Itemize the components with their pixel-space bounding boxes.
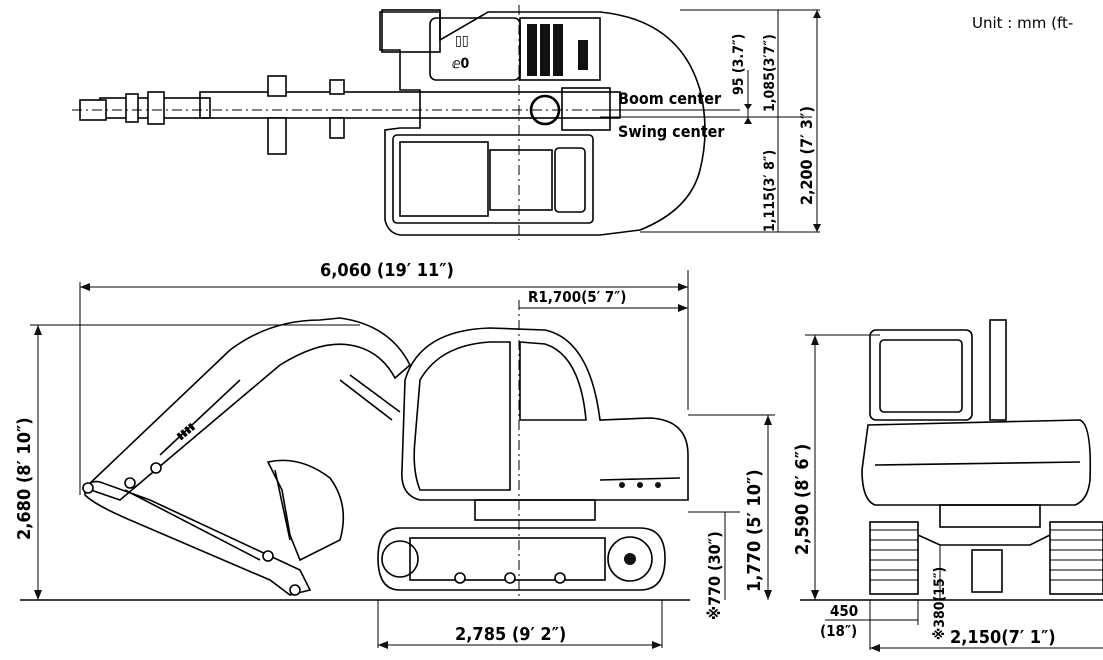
side-view-cab: [401, 327, 689, 501]
dim-overall-width: 2,150(7′ 1″): [950, 627, 1056, 648]
top-view-grille: [527, 24, 588, 76]
dim-shoe-width: 450: [830, 602, 858, 620]
side-view-boom: [83, 317, 411, 501]
top-view-swivel: [561, 87, 611, 131]
top-view-seat: [399, 141, 489, 217]
dim-overall-height: 2,680 (8′ 10″): [14, 417, 35, 540]
unit-label: Unit : mm (ft-: [972, 14, 1074, 32]
top-view-upper-structure: [379, 11, 706, 236]
dim-counterweight-clearance: ※770 (30″): [705, 531, 724, 620]
dim-overall-length: 6,060 (19′ 11″): [320, 260, 454, 281]
top-view-swing-bearing: [529, 94, 561, 126]
side-view-bucket: [266, 459, 345, 562]
boom-center-label: Boom center: [618, 89, 722, 108]
top-view-boom-arm: [72, 75, 621, 155]
side-view-turntable: [474, 499, 596, 521]
rear-view-counterweight: [861, 419, 1092, 506]
top-view-cab: [392, 134, 594, 224]
side-view-idler: [381, 540, 419, 578]
dim-shoe-width-inches: (18″): [820, 622, 857, 640]
dim-2200-width: 2,200 (7′ 3″): [797, 106, 816, 205]
dim-tail-radius: R1,700(5′ 7″): [528, 288, 626, 306]
rear-view-boom: [989, 319, 1007, 421]
rear-view: 2,590 (8′ 6″): [792, 319, 1103, 652]
swing-center-label: Swing center: [618, 122, 725, 141]
side-view: 6,060 (19′ 11″) R1,700(5′ 7″) 2,680 (8′ …: [14, 260, 775, 649]
dim-ground-clearance: ※380(15″): [932, 567, 948, 640]
top-view: ▯▯ ⅇ0 Boom center Swing center: [72, 5, 821, 240]
dim-cab-height: 1,770 (5′ 10″): [744, 469, 765, 592]
side-view-cab-window: [413, 341, 511, 491]
svg-text:ⅇ0: ⅇ0: [452, 56, 470, 72]
top-view-logo-mark: ▯▯: [455, 33, 469, 49]
dim-track-length: 2,785 (9′ 2″): [455, 624, 566, 645]
dim-95-boom-offset: 95 (3.7″): [731, 34, 747, 95]
top-view-step: [381, 9, 441, 53]
side-view-track: [377, 527, 666, 591]
side-view-arm: [84, 480, 312, 596]
dim-1115-rear: 1,115(3′ 8″): [762, 150, 778, 232]
top-view-engine-cover: [519, 17, 601, 81]
top-view-hood: [429, 17, 521, 81]
rear-view-cab: [869, 329, 973, 421]
dim-1085-front: 1,085(3′7″): [762, 34, 778, 112]
top-view-console: [489, 149, 553, 211]
dim-rear-height: 2,590 (8′ 6″): [792, 444, 813, 555]
rear-view-swivel: [971, 549, 1003, 593]
side-view-sprocket: [607, 536, 653, 582]
rear-view-right-track: [1049, 521, 1103, 595]
rear-view-left-track: [869, 521, 919, 595]
